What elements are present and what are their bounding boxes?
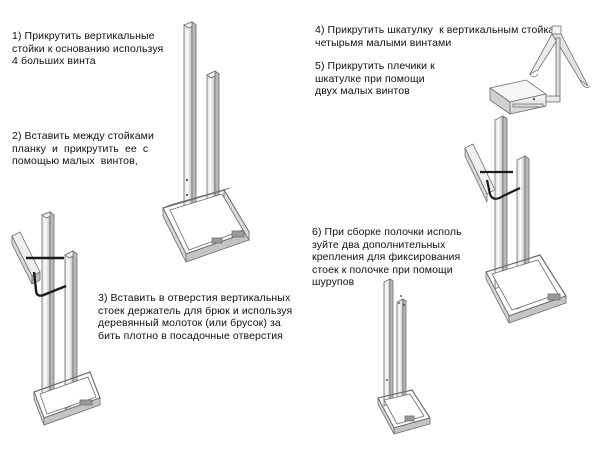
step-2-text: 2) Вставить между стойками планку и прик…	[12, 130, 154, 167]
figure-step-3-trouser-holder	[11, 211, 101, 426]
figure-step-4-box	[489, 79, 561, 115]
step-6-text: 6) При сборке полочки исполь зуйте два д…	[312, 226, 462, 288]
step-1-text: 1) Прикрутить вертикальные стойки к осно…	[12, 30, 164, 67]
figure-step-1-frame	[162, 21, 250, 263]
step-3-text: 3) Вставить в отверстия вертикальных сто…	[98, 292, 293, 342]
step-5-text: 5) Прикрутить плечики к шкатулке при пом…	[315, 60, 435, 97]
figure-step-4-assembled-stand	[464, 115, 567, 324]
figure-step-5-hanger	[529, 25, 591, 97]
figure-step-6-shelf-frame	[377, 278, 431, 435]
step-4-text: 4) Прикрутить шкатулку к вертикальным ст…	[315, 24, 562, 49]
